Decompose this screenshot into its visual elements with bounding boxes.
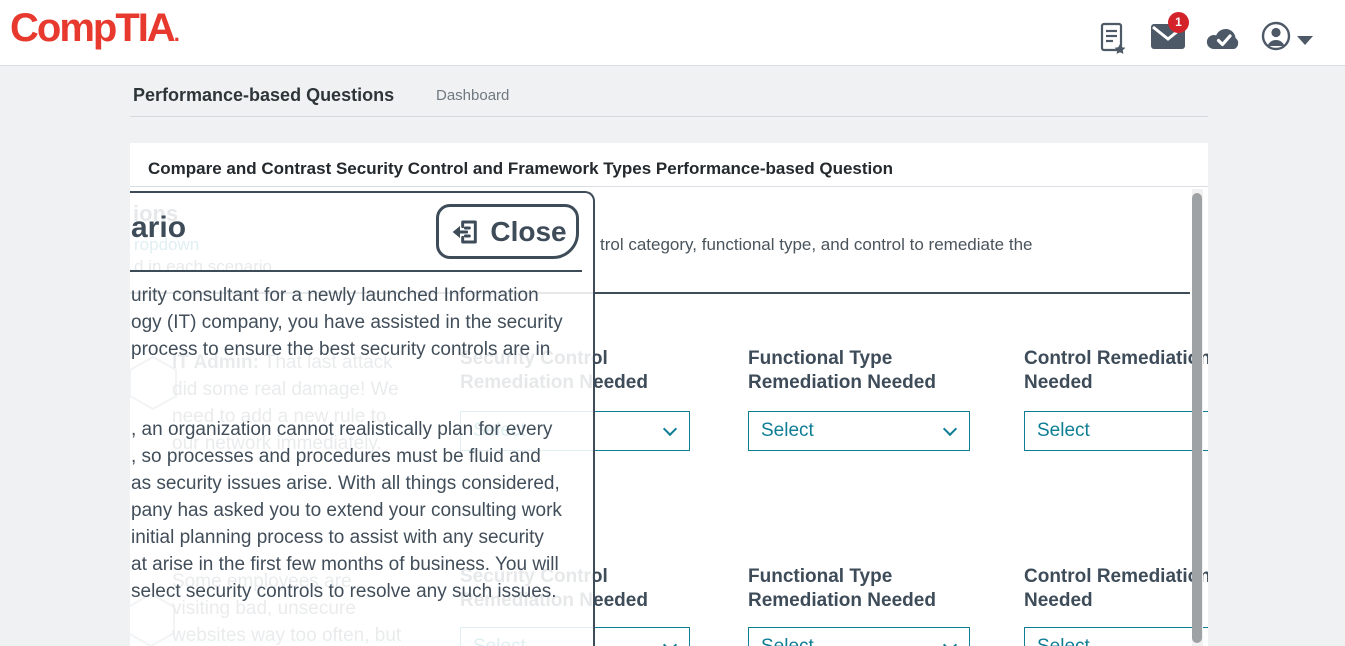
- select-functional-type-row2[interactable]: Select: [748, 627, 970, 646]
- select-functional-type-row1[interactable]: Select: [748, 411, 970, 451]
- question-card: Compare and Contrast Security Control an…: [130, 143, 1208, 646]
- chevron-down-icon: [942, 421, 958, 437]
- document-star-icon[interactable]: [1100, 22, 1127, 60]
- instructions-visible-text: trol category, functional type, and cont…: [600, 235, 1033, 254]
- breadcrumb-dashboard-link[interactable]: Dashboard: [436, 87, 510, 104]
- page-title: Performance-based Questions: [133, 85, 395, 105]
- comptia-logo[interactable]: CompTIA.: [10, 6, 180, 50]
- scenario-heading-fragment: ario: [131, 211, 187, 244]
- scenario-modal: ario Close urity consultant for a newly …: [130, 191, 595, 646]
- close-button-label: Close: [490, 215, 567, 247]
- breadcrumb-divider: [130, 116, 1208, 117]
- scrollbar-thumb[interactable]: [1192, 193, 1202, 643]
- account-avatar-icon[interactable]: [1261, 21, 1291, 56]
- select-control-remediation-row1[interactable]: Select: [1024, 411, 1208, 451]
- modal-heading-divider: [130, 270, 582, 272]
- scenario-paragraph-1: urity consultant for a newly launched In…: [131, 285, 563, 360]
- logo-registered-mark: .: [173, 21, 180, 46]
- top-header: CompTIA. 1: [0, 0, 1345, 66]
- question-title-divider: [130, 186, 1208, 187]
- mail-notification-badge: 1: [1168, 12, 1189, 33]
- exit-arrow-icon: [453, 220, 478, 243]
- account-dropdown-caret[interactable]: [1297, 36, 1313, 45]
- scenario-paragraph-2: , an organization cannot realistically p…: [131, 419, 562, 602]
- chevron-down-icon: [662, 637, 678, 646]
- question-title: Compare and Contrast Security Control an…: [148, 159, 894, 178]
- cloud-check-icon[interactable]: [1205, 25, 1243, 56]
- question-content-viewport: ions ropdown d in each scenario. trol ca…: [130, 187, 1208, 646]
- chevron-down-icon: [662, 421, 678, 437]
- instructions-divider: [130, 292, 1190, 294]
- select-control-remediation-row2[interactable]: Select: [1024, 627, 1208, 646]
- close-button[interactable]: Close: [436, 204, 579, 259]
- chevron-down-icon: [942, 637, 958, 646]
